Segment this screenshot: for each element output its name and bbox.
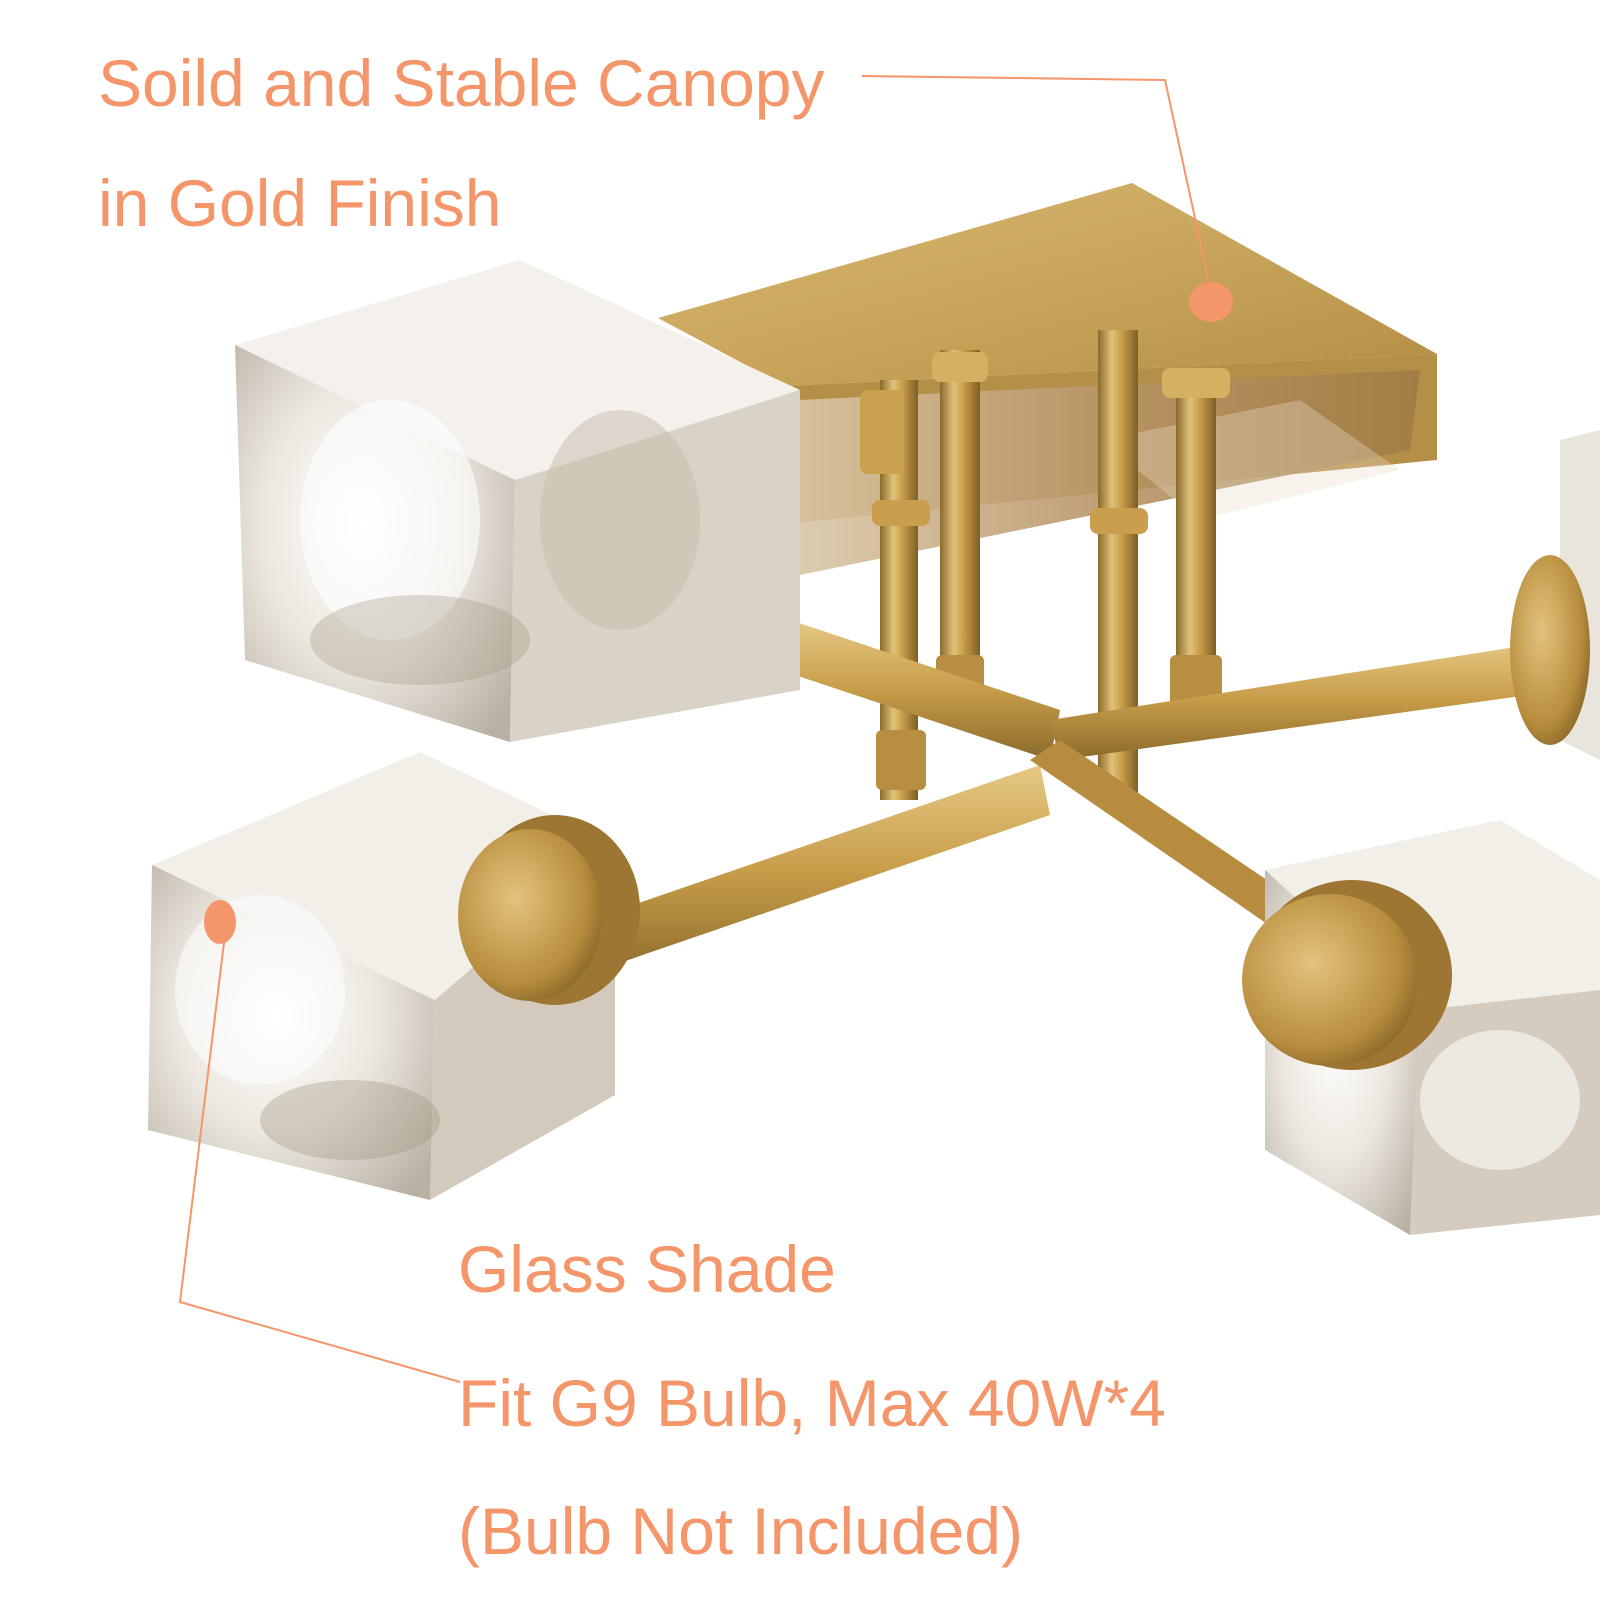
canopy-callout-line-1: Soild and Stable Canopy [98,46,825,120]
glass-shade-bottom-left [148,752,615,1200]
glass-shade-marker-dot [204,900,236,944]
canopy-marker-dot [1189,282,1233,322]
glass-shade-callout-line-2: Fit G9 Bulb, Max 40W*4 [458,1366,1166,1440]
callout-leaders [178,75,1212,1383]
arms [560,620,1565,995]
glass-shade-top-left [235,260,800,742]
socket-caps [458,555,1590,1070]
canopy-callout-line-2: in Gold Finish [98,166,502,240]
glass-shade-callout-line-3: (Bulb Not Included) [458,1494,1023,1568]
glass-shade-callout-line-1: Glass Shade [458,1232,836,1306]
